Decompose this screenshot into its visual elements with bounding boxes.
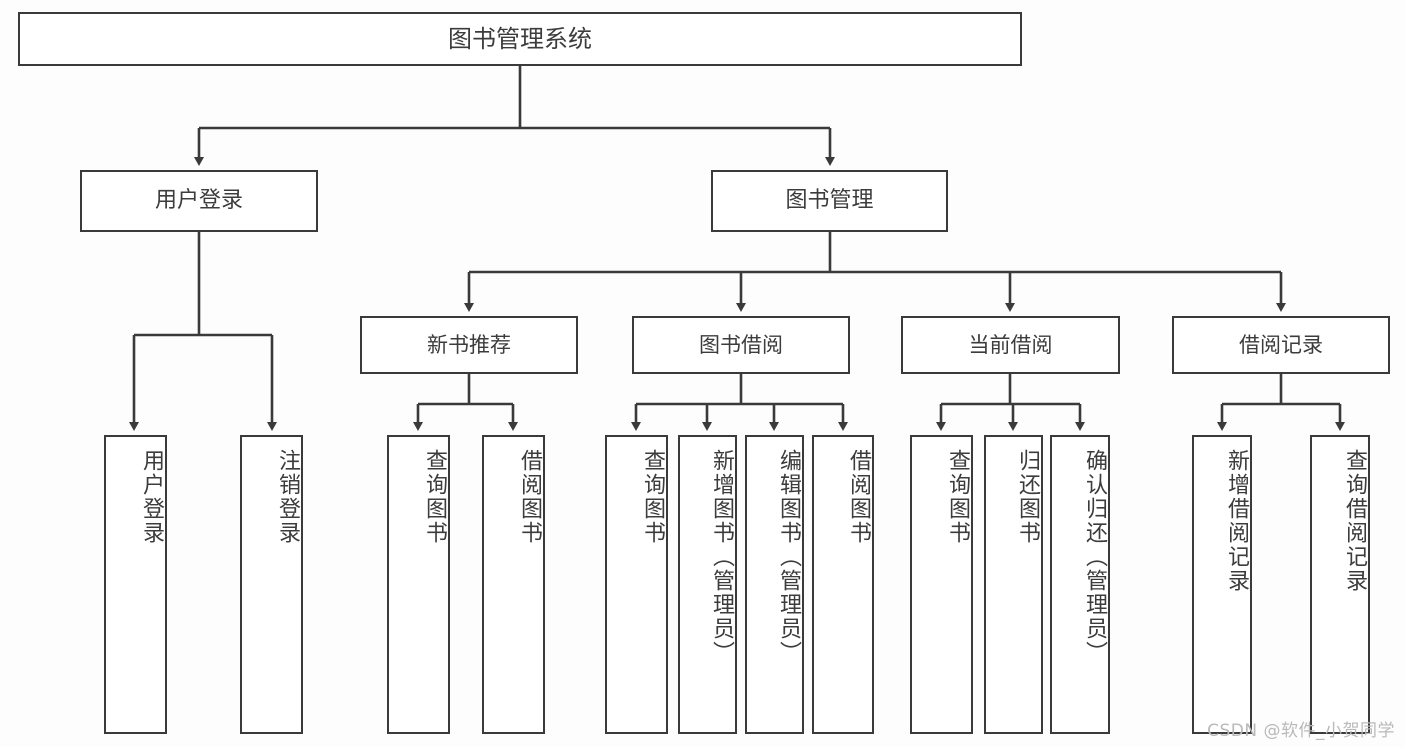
node-label: 查询图书 (422, 449, 447, 545)
node-book-management[interactable]: 图书管理 (711, 170, 948, 232)
node-label: 图书管理系统 (448, 25, 592, 53)
node-label: 图书管理 (785, 188, 874, 214)
node-label: 确认归还（管理员） (1082, 449, 1107, 665)
node-label: 查询图书 (945, 449, 970, 545)
csdn-watermark: CSDN @软件_小贺同学 (1207, 721, 1395, 741)
node-label: 当前借阅 (968, 332, 1053, 357)
leaf-return-book[interactable]: 归还图书 (984, 435, 1043, 734)
leaf-query-borrow-record[interactable]: 查询借阅记录 (1310, 435, 1370, 734)
leaf-user-login[interactable]: 用户登录 (104, 435, 167, 734)
node-current-borrow[interactable]: 当前借阅 (901, 316, 1120, 374)
leaf-query-book-current[interactable]: 查询图书 (910, 435, 973, 734)
node-label: 注销登录 (275, 449, 300, 545)
leaf-query-book-borrow[interactable]: 查询图书 (605, 435, 668, 734)
node-label: 归还图书 (1015, 449, 1040, 545)
node-label: 借阅图书 (517, 449, 542, 545)
node-label: 用户登录 (154, 188, 243, 214)
node-root-system[interactable]: 图书管理系统 (18, 12, 1022, 66)
node-label: 用户登录 (139, 449, 164, 545)
node-label: 编辑图书（管理员） (776, 449, 801, 665)
node-borrow-record[interactable]: 借阅记录 (1172, 316, 1390, 374)
node-label: 新增借阅记录 (1224, 449, 1249, 593)
leaf-add-book-admin[interactable]: 新增图书（管理员） (678, 435, 737, 734)
leaf-edit-book-admin[interactable]: 编辑图书（管理员） (745, 435, 804, 734)
leaf-confirm-return-admin[interactable]: 确认归还（管理员） (1050, 435, 1110, 734)
node-user-login[interactable]: 用户登录 (80, 170, 318, 232)
node-label: 查询图书 (640, 449, 665, 545)
node-label: 新增图书（管理员） (709, 449, 734, 665)
leaf-add-borrow-record[interactable]: 新增借阅记录 (1192, 435, 1252, 734)
node-label: 图书借阅 (699, 332, 783, 357)
leaf-borrow-book[interactable]: 借阅图书 (812, 435, 874, 734)
node-book-borrow[interactable]: 图书借阅 (632, 316, 850, 374)
node-label: 借阅记录 (1239, 332, 1323, 357)
node-label: 借阅图书 (846, 449, 871, 545)
leaf-logout[interactable]: 注销登录 (240, 435, 303, 734)
leaf-query-book-recommend[interactable]: 查询图书 (387, 435, 450, 734)
node-new-book-recommend[interactable]: 新书推荐 (360, 316, 578, 374)
node-label: 查询借阅记录 (1342, 449, 1367, 593)
leaf-borrow-book-recommend[interactable]: 借阅图书 (482, 435, 545, 734)
node-label: 新书推荐 (427, 332, 511, 357)
